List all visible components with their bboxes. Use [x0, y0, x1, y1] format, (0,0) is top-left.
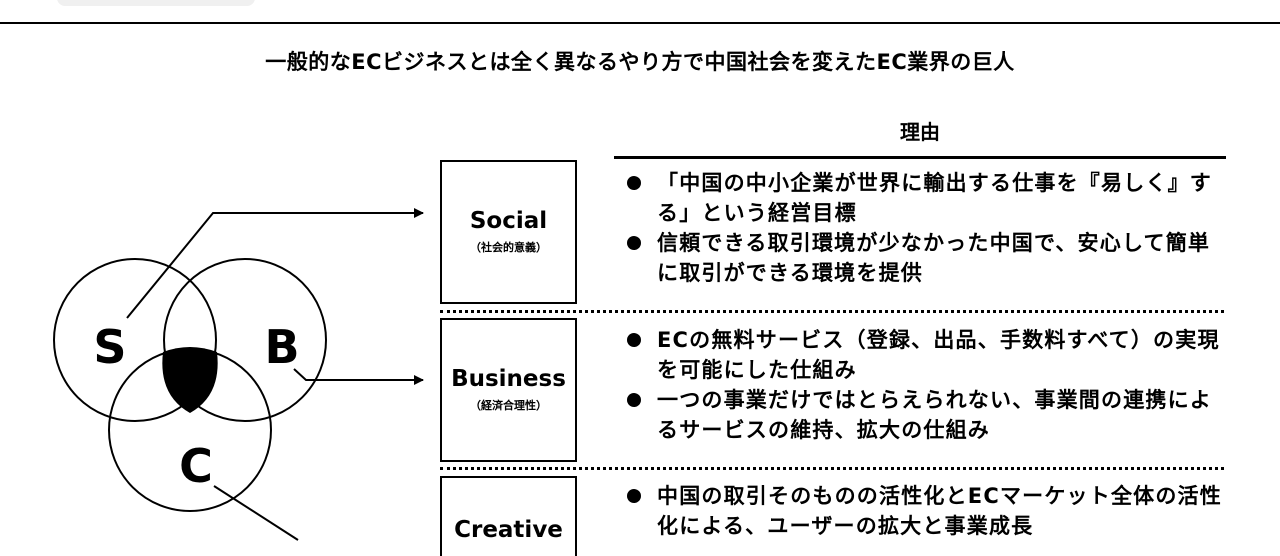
reason-text: 中国の取引そのものの活性化とECマーケット全体の活性化による、ユーザーの拡大と事…	[657, 484, 1222, 538]
reasons-business: ECの無料サービス（登録、出品、手数料すべて）の実現を可能にした仕組み 一つの事…	[627, 325, 1227, 445]
reason-heading: 理由	[900, 120, 940, 144]
reasons-creative: 中国の取引そのものの活性化とECマーケット全体の活性化による、ユーザーの拡大と事…	[627, 481, 1227, 541]
page-title: 一般的なECビジネスとは全く異なるやり方で中国社会を変えたEC業界の巨人	[265, 50, 1015, 74]
arrow-business	[293, 368, 424, 385]
venn-label-s: S	[93, 320, 126, 374]
reason-item: 信頼できる取引環境が少なかった中国で、安心して簡単に取引ができる環境を提供	[627, 228, 1227, 288]
arrow-social	[126, 208, 424, 319]
category-sub: （経済合理性）	[470, 398, 547, 412]
category-name: Creative	[454, 517, 563, 543]
bullet-icon	[627, 489, 641, 503]
bullet-icon	[627, 333, 641, 347]
reason-item: ECの無料サービス（登録、出品、手数料すべて）の実現を可能にした仕組み	[627, 325, 1227, 385]
reason-heading-rule	[614, 156, 1226, 159]
bullet-icon	[627, 176, 641, 190]
category-box-social: Social （社会的意義）	[440, 160, 577, 304]
reason-text: 一つの事業だけではとらえられない、事業間の連携によるサービスの維持、拡大の仕組み	[657, 388, 1212, 442]
top-rule	[0, 22, 1280, 24]
section-divider	[440, 310, 1224, 313]
arrow-creative	[213, 485, 299, 541]
venn-label-b: B	[264, 320, 299, 374]
top-tab	[57, 0, 255, 6]
bullet-icon	[627, 236, 641, 250]
reason-item: 中国の取引そのものの活性化とECマーケット全体の活性化による、ユーザーの拡大と事…	[627, 481, 1227, 541]
bullet-icon	[627, 393, 641, 407]
category-sub: （社会的意義）	[470, 240, 547, 254]
reason-item: 「中国の中小企業が世界に輸出する仕事を『易しく』する」という経営目標	[627, 168, 1227, 228]
category-name: Social	[469, 208, 548, 235]
venn-circle-b	[163, 258, 327, 422]
category-name: Business	[451, 366, 566, 393]
category-box-business: Business （経済合理性）	[440, 318, 577, 462]
reason-text: 信頼できる取引環境が少なかった中国で、安心して簡単に取引ができる環境を提供	[657, 231, 1211, 285]
reason-text: ECの無料サービス（登録、出品、手数料すべて）の実現を可能にした仕組み	[657, 328, 1220, 382]
reason-item: 一つの事業だけではとらえられない、事業間の連携によるサービスの維持、拡大の仕組み	[627, 385, 1227, 445]
venn-circle-s	[53, 258, 217, 422]
category-box-creative: Creative	[440, 476, 577, 556]
section-divider	[440, 467, 1224, 470]
venn-center-overlap	[162, 347, 218, 413]
venn-label-c: C	[179, 439, 213, 493]
reason-text: 「中国の中小企業が世界に輸出する仕事を『易しく』する」という経営目標	[657, 171, 1212, 225]
reasons-social: 「中国の中小企業が世界に輸出する仕事を『易しく』する」という経営目標 信頼できる…	[627, 168, 1227, 288]
